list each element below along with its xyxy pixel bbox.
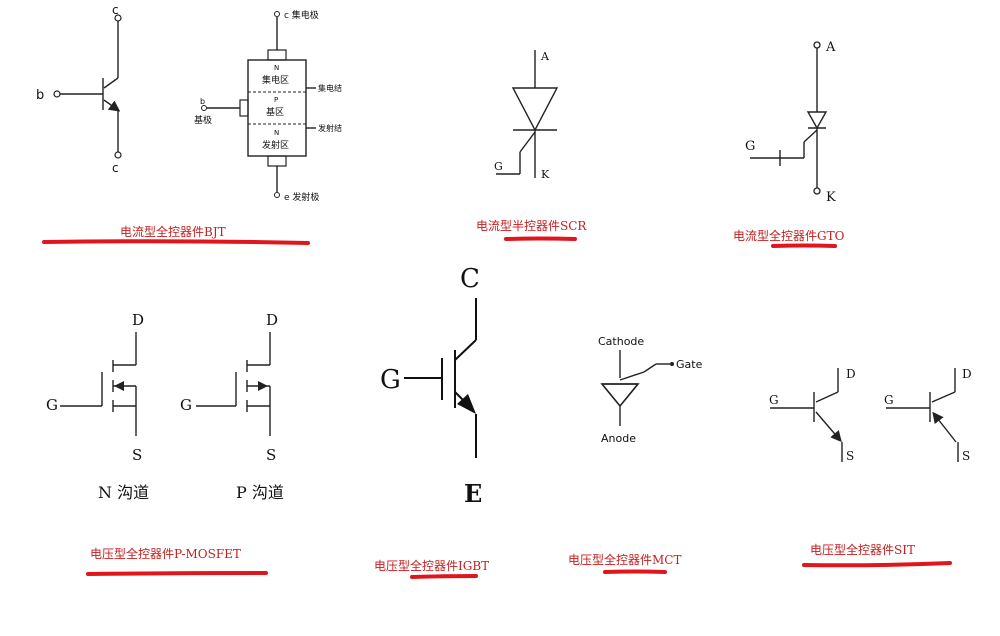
sit-left-gate-label: G [769,393,779,407]
mosfet-p-gate-label: G [180,396,192,414]
mosfet-p-drain-label: D [266,311,278,329]
caption-igbt: 电压型全控器件IGBT [374,558,489,573]
mosfet-p-source-label: S [266,446,276,464]
scr-symbol: A G K [494,50,559,181]
caption-gto: 电流型全控器件GTO [733,228,845,243]
scr-cathode-label: K [541,168,550,181]
gto-cathode-label: K [826,190,836,205]
sit-right-symbol: D G S [884,367,972,463]
mct-symbol: Cathode Gate Anode [598,335,703,445]
caption-sit: 电压型全控器件SIT [810,542,915,557]
mosfet-n-gate-label: G [46,396,58,414]
mct-cathode-label: Cathode [598,335,644,348]
underline-gto [771,243,837,248]
igbt-emitter-label: E [464,479,482,508]
mosfet-n-drain-label: D [132,311,144,329]
mosfet-n-symbol: D G S N 沟道 [46,311,149,502]
scr-anode-label: A [540,50,550,63]
underline-sit [802,561,952,568]
gto-gate-label: G [745,139,755,154]
mosfet-p-symbol: D G S P 沟道 [180,311,284,502]
bjt-symbol-collector-label: c [112,3,119,17]
sit-left-drain-label: D [846,367,856,381]
bjt-structure: c 集电极 N 集电区 P 基区 N 发射区 集电结 发射结 b 基极 e 发射… [194,9,342,203]
bjt-collector-terminal: c 集电极 [284,9,319,21]
caption-pmosfet: 电压型全控器件P-MOSFET [90,546,241,561]
bjt-base-terminal: b [200,97,205,106]
caption-bjt: 电流型全控器件BJT [120,224,226,239]
underline-mct [603,569,667,574]
gto-anode-label: A [825,40,836,55]
bjt-emitter-terminal: e 发射极 [284,191,319,203]
igbt-collector-label: C [460,264,480,294]
bjt-emitter-junction: 发射结 [318,123,342,133]
underline-bjt [42,239,310,245]
bjt-collector-junction: 集电结 [318,83,342,93]
sit-right-gate-label: G [884,393,894,407]
igbt-symbol: C G E [380,264,482,508]
sit-right-source-label: S [962,449,970,463]
sit-left-source-label: S [846,449,854,463]
bjt-n2: N [274,129,279,137]
bjt-collector-region: 集电区 [262,74,289,86]
underline-pmosfet [86,571,268,576]
gto-symbol: A G K [745,40,836,205]
bjt-p: P [274,96,278,104]
bjt-symbol-base-label: b [36,88,44,103]
bjt-symbol: c c b [36,3,122,175]
sit-right-drain-label: D [962,367,972,381]
bjt-n1: N [274,64,279,72]
underline-igbt [410,574,478,579]
mosfet-n-source-label: S [132,446,142,464]
igbt-gate-label: G [380,365,401,395]
bjt-symbol-emitter-label: c [112,161,119,175]
sit-left-symbol: D G S [769,367,856,463]
caption-mct: 电压型全控器件MCT [568,552,681,567]
scr-gate-label: G [494,160,503,173]
bjt-base-label: 基极 [194,114,212,126]
mct-anode-label: Anode [601,432,636,445]
bjt-emitter-region: 发射区 [262,139,289,151]
mct-gate-label: Gate [676,358,703,371]
mosfet-p-channel-label: P 沟道 [236,483,284,502]
caption-scr: 电流型半控器件SCR [476,219,587,233]
bjt-base-region: 基区 [266,106,284,118]
mosfet-n-channel-label: N 沟道 [98,483,149,502]
underline-scr [504,236,577,241]
